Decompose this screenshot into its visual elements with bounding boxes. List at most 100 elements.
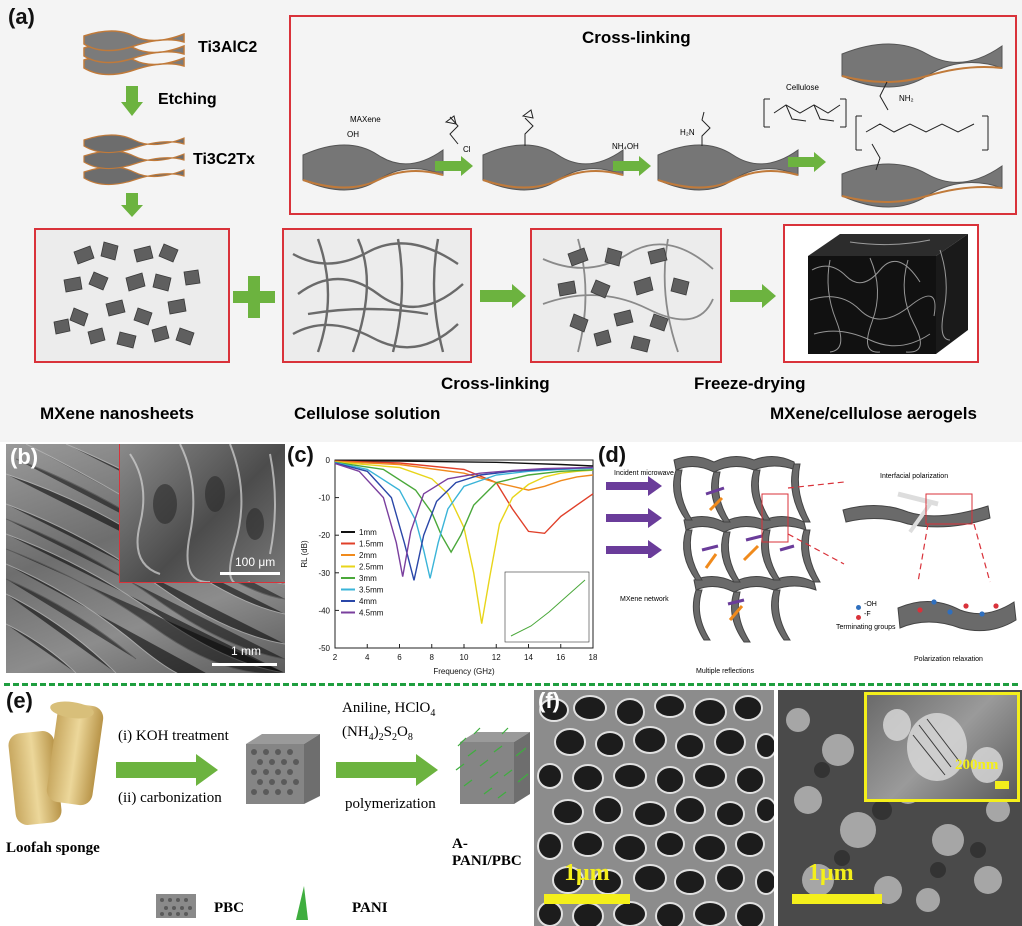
green-arrow-koh — [116, 754, 218, 786]
y-tick-label: -40 — [318, 606, 330, 615]
terminating-groups-label: Terminating groups — [836, 624, 896, 631]
pbc-legend-label: PBC — [214, 900, 244, 916]
legend-label-2mm: 2mm — [359, 551, 377, 560]
ti3c2tx-stack-illustration — [83, 134, 185, 186]
panel-b-sem-image: 100 μm 1 mm (b) — [6, 444, 285, 673]
green-arrow-step3 — [788, 152, 826, 172]
series-line-1.5mm — [334, 460, 594, 535]
polarization-relaxation-label: Polarization relaxation — [914, 656, 983, 663]
aerogels-label: MXene/cellulose aerogels — [770, 404, 977, 423]
green-arrow-freeze-drying — [730, 284, 776, 308]
panel-f-scale-label-2: 1μm — [808, 860, 854, 886]
aerogel-cube-illustration — [808, 234, 968, 354]
panel-e: (e) Loofah sponge (i) KOH treatment (ii)… — [0, 688, 532, 926]
persulfate-sub2b: 2 — [392, 732, 398, 743]
f-legend-dot — [856, 615, 861, 620]
x-tick-label: 4 — [365, 653, 370, 662]
series-line-2mm — [334, 460, 594, 491]
mxene-nanosheets-label: MXene nanosheets — [40, 404, 194, 423]
ti3alc2-label: Ti3AlC2 — [198, 39, 258, 56]
mxene-sheet-2 — [482, 144, 624, 191]
x-tick-label: 6 — [397, 653, 402, 662]
panel-f-sem-right: 200nm 1μm — [778, 690, 1022, 926]
amine-chain-molecule — [701, 111, 711, 146]
interfacial-polarization-illustration — [842, 491, 991, 534]
multiple-reflections-label: Multiple reflections — [696, 668, 754, 675]
etching-label: Etching — [158, 91, 217, 108]
etching-arrow — [121, 86, 143, 116]
legend-label-1.5mm: 1.5mm — [359, 540, 384, 549]
x-axis-label: Frequency (GHz) — [433, 667, 495, 676]
y-tick-label: -20 — [318, 531, 330, 540]
series-line-3.5mm — [334, 461, 594, 579]
panel-a-label: (a) — [8, 4, 35, 29]
panel-a: (a) Ti3AlC2 Etching Ti3C2Tx Cross-linkin… — [0, 0, 1022, 442]
panel-f-inset-scalebar — [995, 781, 1009, 789]
crosslinking-step-label: Cross-linking — [441, 374, 550, 393]
panel-f-inset-texture — [883, 709, 1003, 783]
incident-microwave-label: Incident microwave — [614, 470, 674, 477]
panel-e-label: (e) — [6, 688, 33, 713]
panel-divider — [4, 683, 1018, 686]
green-arrow-step2 — [613, 156, 651, 176]
relaxation-dashed-lines — [917, 524, 991, 583]
series-line-1mm — [334, 460, 594, 467]
epichlorohydrin-molecule — [444, 115, 459, 145]
nh2-label: NH₂ — [899, 94, 914, 103]
f-legend-label: -F — [864, 611, 871, 618]
y-tick-label: -30 — [318, 569, 330, 578]
plus-icon — [233, 276, 275, 318]
ti3alc2-stack-illustration — [83, 30, 185, 76]
cellulose-solution-label: Cellulose solution — [294, 404, 441, 423]
panel-f-inset-scale-label: 200nm — [955, 757, 999, 773]
panel-f-scale-label-1: 1μm — [564, 860, 610, 886]
green-arrow-polymerization — [336, 754, 438, 786]
mxene-network-illustration — [673, 456, 821, 643]
pbc-scaffold-illustration — [246, 734, 320, 804]
pani-legend-label: PANI — [352, 900, 388, 916]
persulfate-sub8: 8 — [407, 732, 413, 743]
crosslinked-mix-illustration — [542, 238, 714, 353]
x-tick-label: 16 — [556, 653, 565, 662]
legend-label-4mm: 4mm — [359, 597, 377, 606]
panel-b-inset-scalebar — [220, 572, 280, 575]
mxene-nanosheets-box — [34, 228, 230, 363]
legend-label-4.5mm: 4.5mm — [359, 609, 384, 618]
persulfate-label: (NH4)2S2O8 — [342, 724, 413, 743]
y-tick-label: 0 — [326, 456, 331, 465]
cellulose-molecule-left — [763, 98, 847, 128]
legend-label-1mm: 1mm — [359, 528, 377, 537]
mxene-sheet-1 — [302, 144, 444, 191]
series-line-4mm — [334, 462, 594, 581]
cellulose-fibers-illustration — [292, 238, 464, 353]
h2n-label: H₂N — [680, 128, 695, 137]
mxene-nanosheets-illustration — [53, 241, 201, 349]
freeze-drying-label: Freeze-drying — [694, 374, 806, 393]
persulfate-sub4: 4 — [368, 732, 374, 743]
panel-d: (d) Incident microwave — [598, 442, 1022, 680]
loofah-sponge-illustration — [8, 701, 104, 825]
interfacial-polarization-label: Interfacial polarization — [880, 473, 949, 480]
y-tick-label: -50 — [318, 644, 330, 653]
pani-legend-icon — [296, 886, 308, 920]
incident-arrows — [606, 476, 662, 558]
zoom-dashed-lines — [787, 481, 845, 565]
ti3c2tx-label: Ti3C2Tx — [193, 151, 255, 168]
series-line-3mm — [334, 461, 594, 554]
panel-b-label: (b) — [10, 444, 39, 469]
aniline-label: Aniline, HClO4 — [342, 700, 435, 719]
koh-label: (i) KOH treatment — [118, 728, 229, 744]
apani-pbc-illustration — [455, 727, 530, 804]
loofah-sponge-label: Loofah sponge — [6, 840, 100, 856]
legend-label-3.5mm: 3.5mm — [359, 586, 384, 595]
pbc-legend-icon — [156, 894, 196, 918]
x-tick-label: 10 — [460, 653, 469, 662]
crosslinking-title: Cross-linking — [582, 28, 691, 47]
panel-b-inset-scale-label: 100 μm — [235, 555, 276, 569]
legend-label-2.5mm: 2.5mm — [359, 563, 384, 572]
x-tick-label: 8 — [430, 653, 435, 662]
maxene-label: MAXene — [350, 115, 381, 124]
x-tick-label: 18 — [589, 653, 597, 662]
persulfate-text: (NH — [342, 724, 369, 740]
